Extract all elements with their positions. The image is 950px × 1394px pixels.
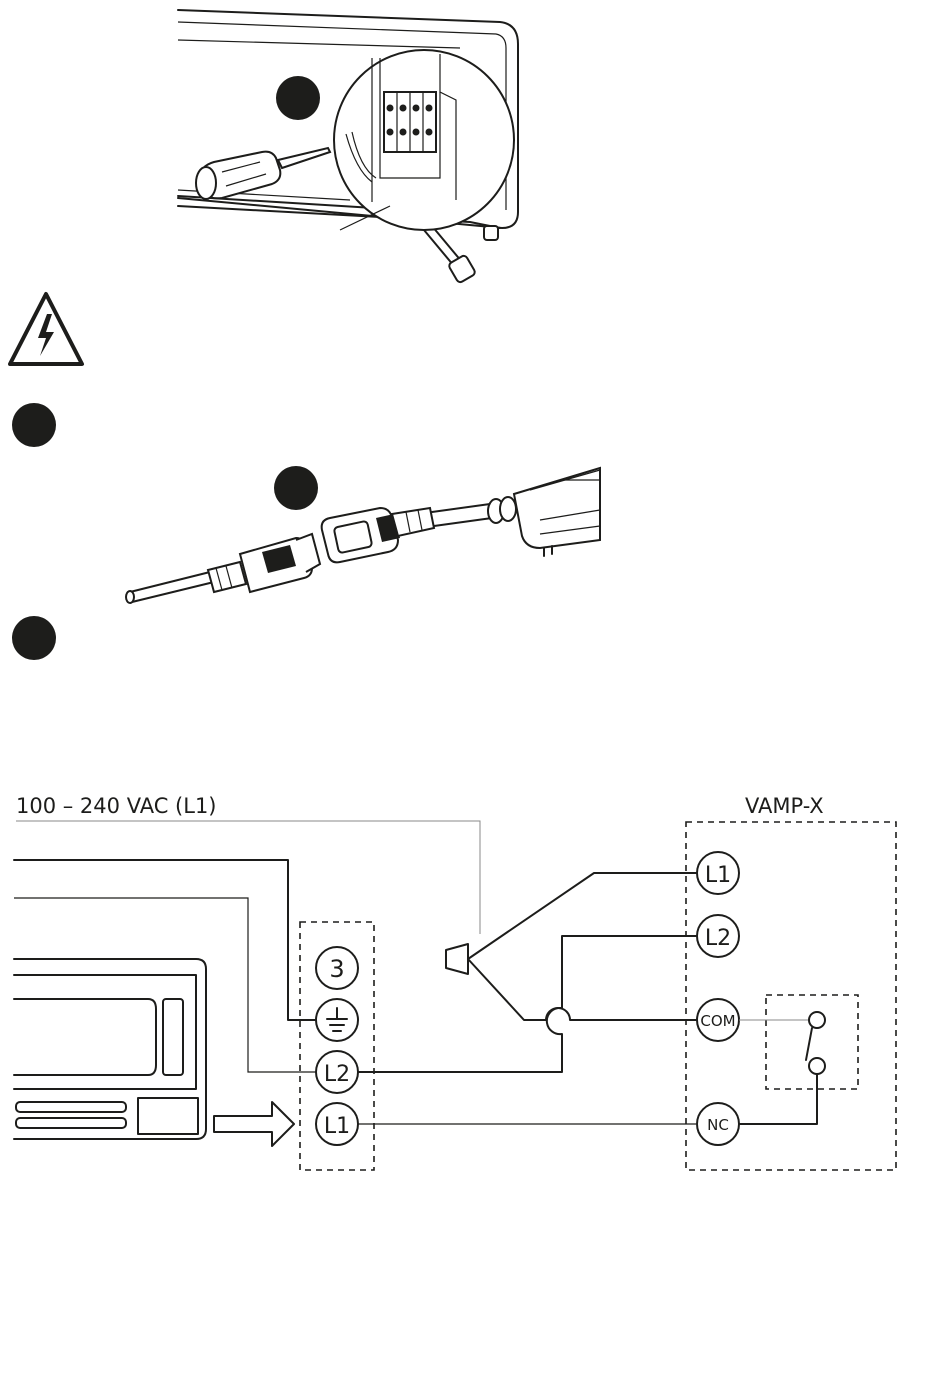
device-terminal-l2: L2 [697, 915, 739, 957]
device-terminal-l1: L1 [697, 852, 739, 894]
relay-switch-icon [806, 1012, 825, 1074]
power-supply-label: 100 – 240 VAC (L1) [16, 794, 217, 818]
device-terminal-nc: NC [697, 1103, 739, 1145]
terminal-l1: L1 [316, 1103, 358, 1145]
arrow-icon [214, 1102, 294, 1146]
wire-relay-to-nc [739, 1074, 817, 1124]
svg-text:L1: L1 [324, 1114, 350, 1139]
neutral-wire [14, 898, 316, 1072]
terminal-ground [316, 999, 358, 1041]
step-marker-2 [12, 403, 56, 447]
svg-text:COM: COM [700, 1012, 735, 1030]
svg-text:NC: NC [707, 1116, 729, 1134]
screwdriver-icon [196, 148, 330, 199]
device-terminal-com: COM [697, 999, 739, 1041]
step-marker-3 [274, 466, 318, 510]
svg-text:3: 3 [329, 955, 344, 983]
ground-wire [14, 860, 318, 1020]
terminal-3: 3 [316, 947, 358, 989]
svg-text:L2: L2 [705, 926, 731, 951]
terminal-magnifier [334, 50, 514, 230]
high-voltage-warning-icon [10, 294, 82, 364]
device-name-label: VAMP-X [745, 794, 824, 818]
relay-switch-box [766, 995, 858, 1089]
svg-text:L1: L1 [705, 863, 731, 888]
plug-icon [446, 944, 468, 974]
step-marker-4 [12, 616, 56, 660]
svg-text:L2: L2 [324, 1062, 350, 1087]
step-marker-1 [276, 76, 320, 120]
power-cable-connector-illustration [126, 468, 600, 603]
terminal-l2: L2 [316, 1051, 358, 1093]
wire-plug-to-l1 [468, 873, 696, 959]
wire-l2 [358, 936, 696, 1072]
heater-controller-unit [14, 959, 206, 1139]
wire-plug-to-com [468, 959, 696, 1020]
